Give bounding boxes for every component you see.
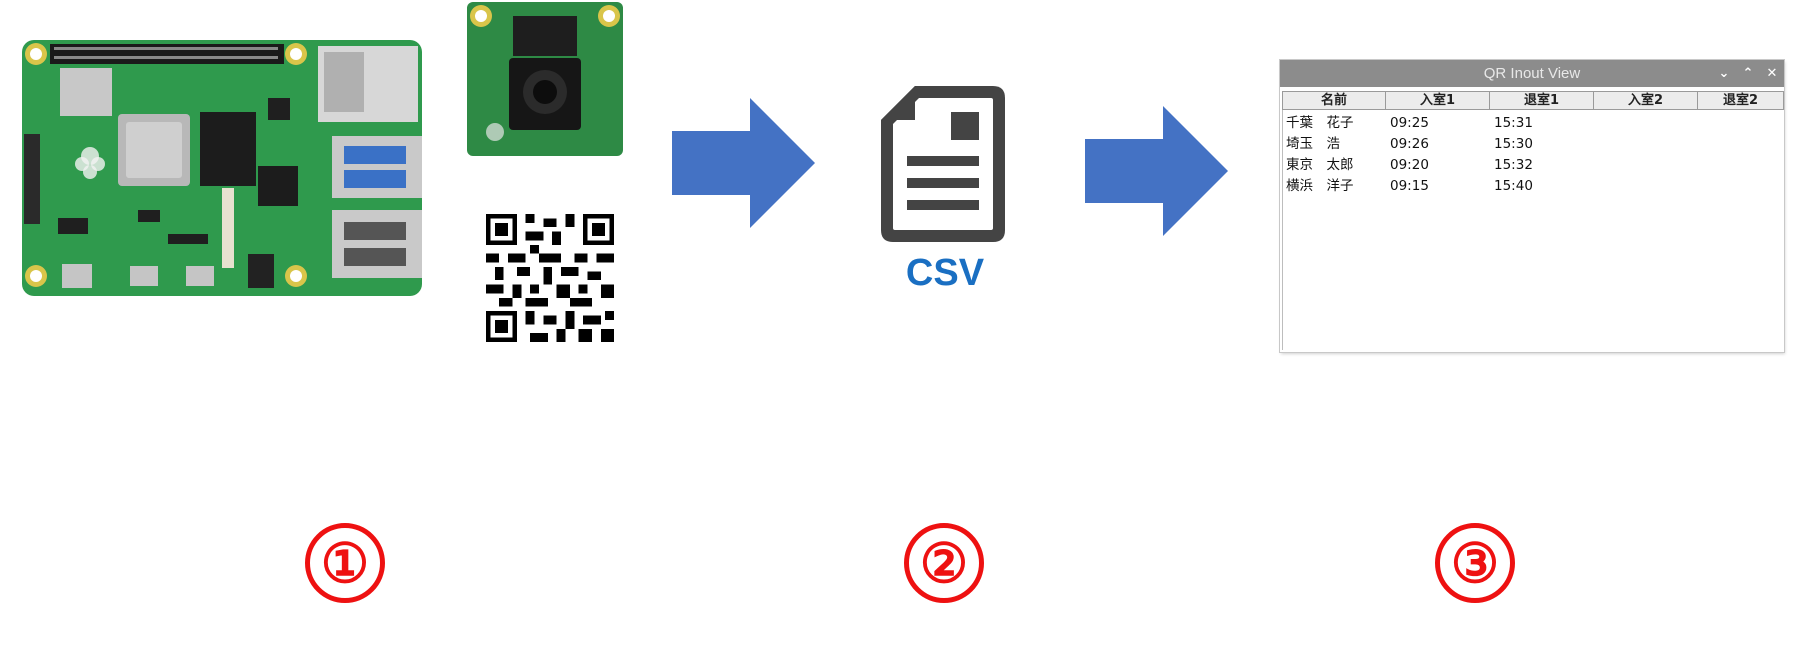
cell-out1: 15:31: [1494, 115, 1533, 131]
cell-in2: [1598, 176, 1702, 197]
column-header-name[interactable]: 名前: [1282, 91, 1386, 110]
cell-in1: 09:26: [1390, 136, 1429, 152]
cell-out1: 15:30: [1494, 136, 1533, 152]
table-row[interactable]: 横浜 洋子 09:15 15:40: [1286, 176, 1784, 197]
cell-out2: [1702, 134, 1782, 155]
step-number-2: ②: [904, 523, 984, 603]
cell-in1: 09:15: [1390, 178, 1429, 194]
cell-out1: 15:40: [1494, 178, 1533, 194]
cell-in1: 09:25: [1390, 115, 1429, 131]
qr-inout-view-window: QR Inout View ⌄ ⌃ ✕ 名前 入室1 退室1 入室2 退室2 千…: [1280, 60, 1784, 352]
cell-name: 埼玉 浩: [1286, 136, 1340, 152]
raspberry-pi-board-image: [22, 40, 422, 296]
window-titlebar[interactable]: QR Inout View ⌄ ⌃ ✕: [1280, 60, 1784, 87]
camera-module-image: [467, 2, 623, 156]
cell-out2: [1702, 113, 1782, 134]
table-header: 名前 入室1 退室1 入室2 退室2: [1282, 91, 1784, 110]
minimize-icon[interactable]: ⌄: [1718, 66, 1730, 81]
step-number-1: ①: [305, 523, 385, 603]
column-header-in1[interactable]: 入室1: [1386, 91, 1490, 110]
qr-code-image: [486, 214, 614, 342]
cell-out2: [1702, 176, 1782, 197]
cell-out1: 15:32: [1494, 157, 1533, 173]
cell-name: 横浜 洋子: [1286, 178, 1354, 194]
column-header-out2[interactable]: 退室2: [1698, 91, 1784, 110]
cell-name: 東京 太郎: [1286, 157, 1354, 173]
csv-label: CSV: [905, 252, 985, 294]
table-row[interactable]: 千葉 花子 09:25 15:31: [1286, 113, 1784, 134]
column-header-in2[interactable]: 入室2: [1594, 91, 1698, 110]
cell-name: 千葉 花子: [1286, 115, 1354, 131]
arrow-right-icon: [1085, 106, 1228, 236]
table-row[interactable]: 埼玉 浩 09:26 15:30: [1286, 134, 1784, 155]
column-header-out1[interactable]: 退室1: [1490, 91, 1594, 110]
document-icon: [881, 86, 1005, 242]
maximize-icon[interactable]: ⌃: [1742, 66, 1754, 81]
table-row[interactable]: 東京 太郎 09:20 15:32: [1286, 155, 1784, 176]
cell-in2: [1598, 155, 1702, 176]
cell-in1: 09:20: [1390, 157, 1429, 173]
window-title: QR Inout View: [1483, 65, 1581, 82]
close-icon[interactable]: ✕: [1766, 66, 1778, 81]
cell-in2: [1598, 134, 1702, 155]
cell-out2: [1702, 155, 1782, 176]
step-number-3: ③: [1435, 523, 1515, 603]
table-body: 千葉 花子 09:25 15:31 埼玉 浩 09:26 15:30 東京 太郎…: [1286, 113, 1784, 197]
arrow-right-icon: [672, 98, 815, 228]
cell-in2: [1598, 113, 1702, 134]
